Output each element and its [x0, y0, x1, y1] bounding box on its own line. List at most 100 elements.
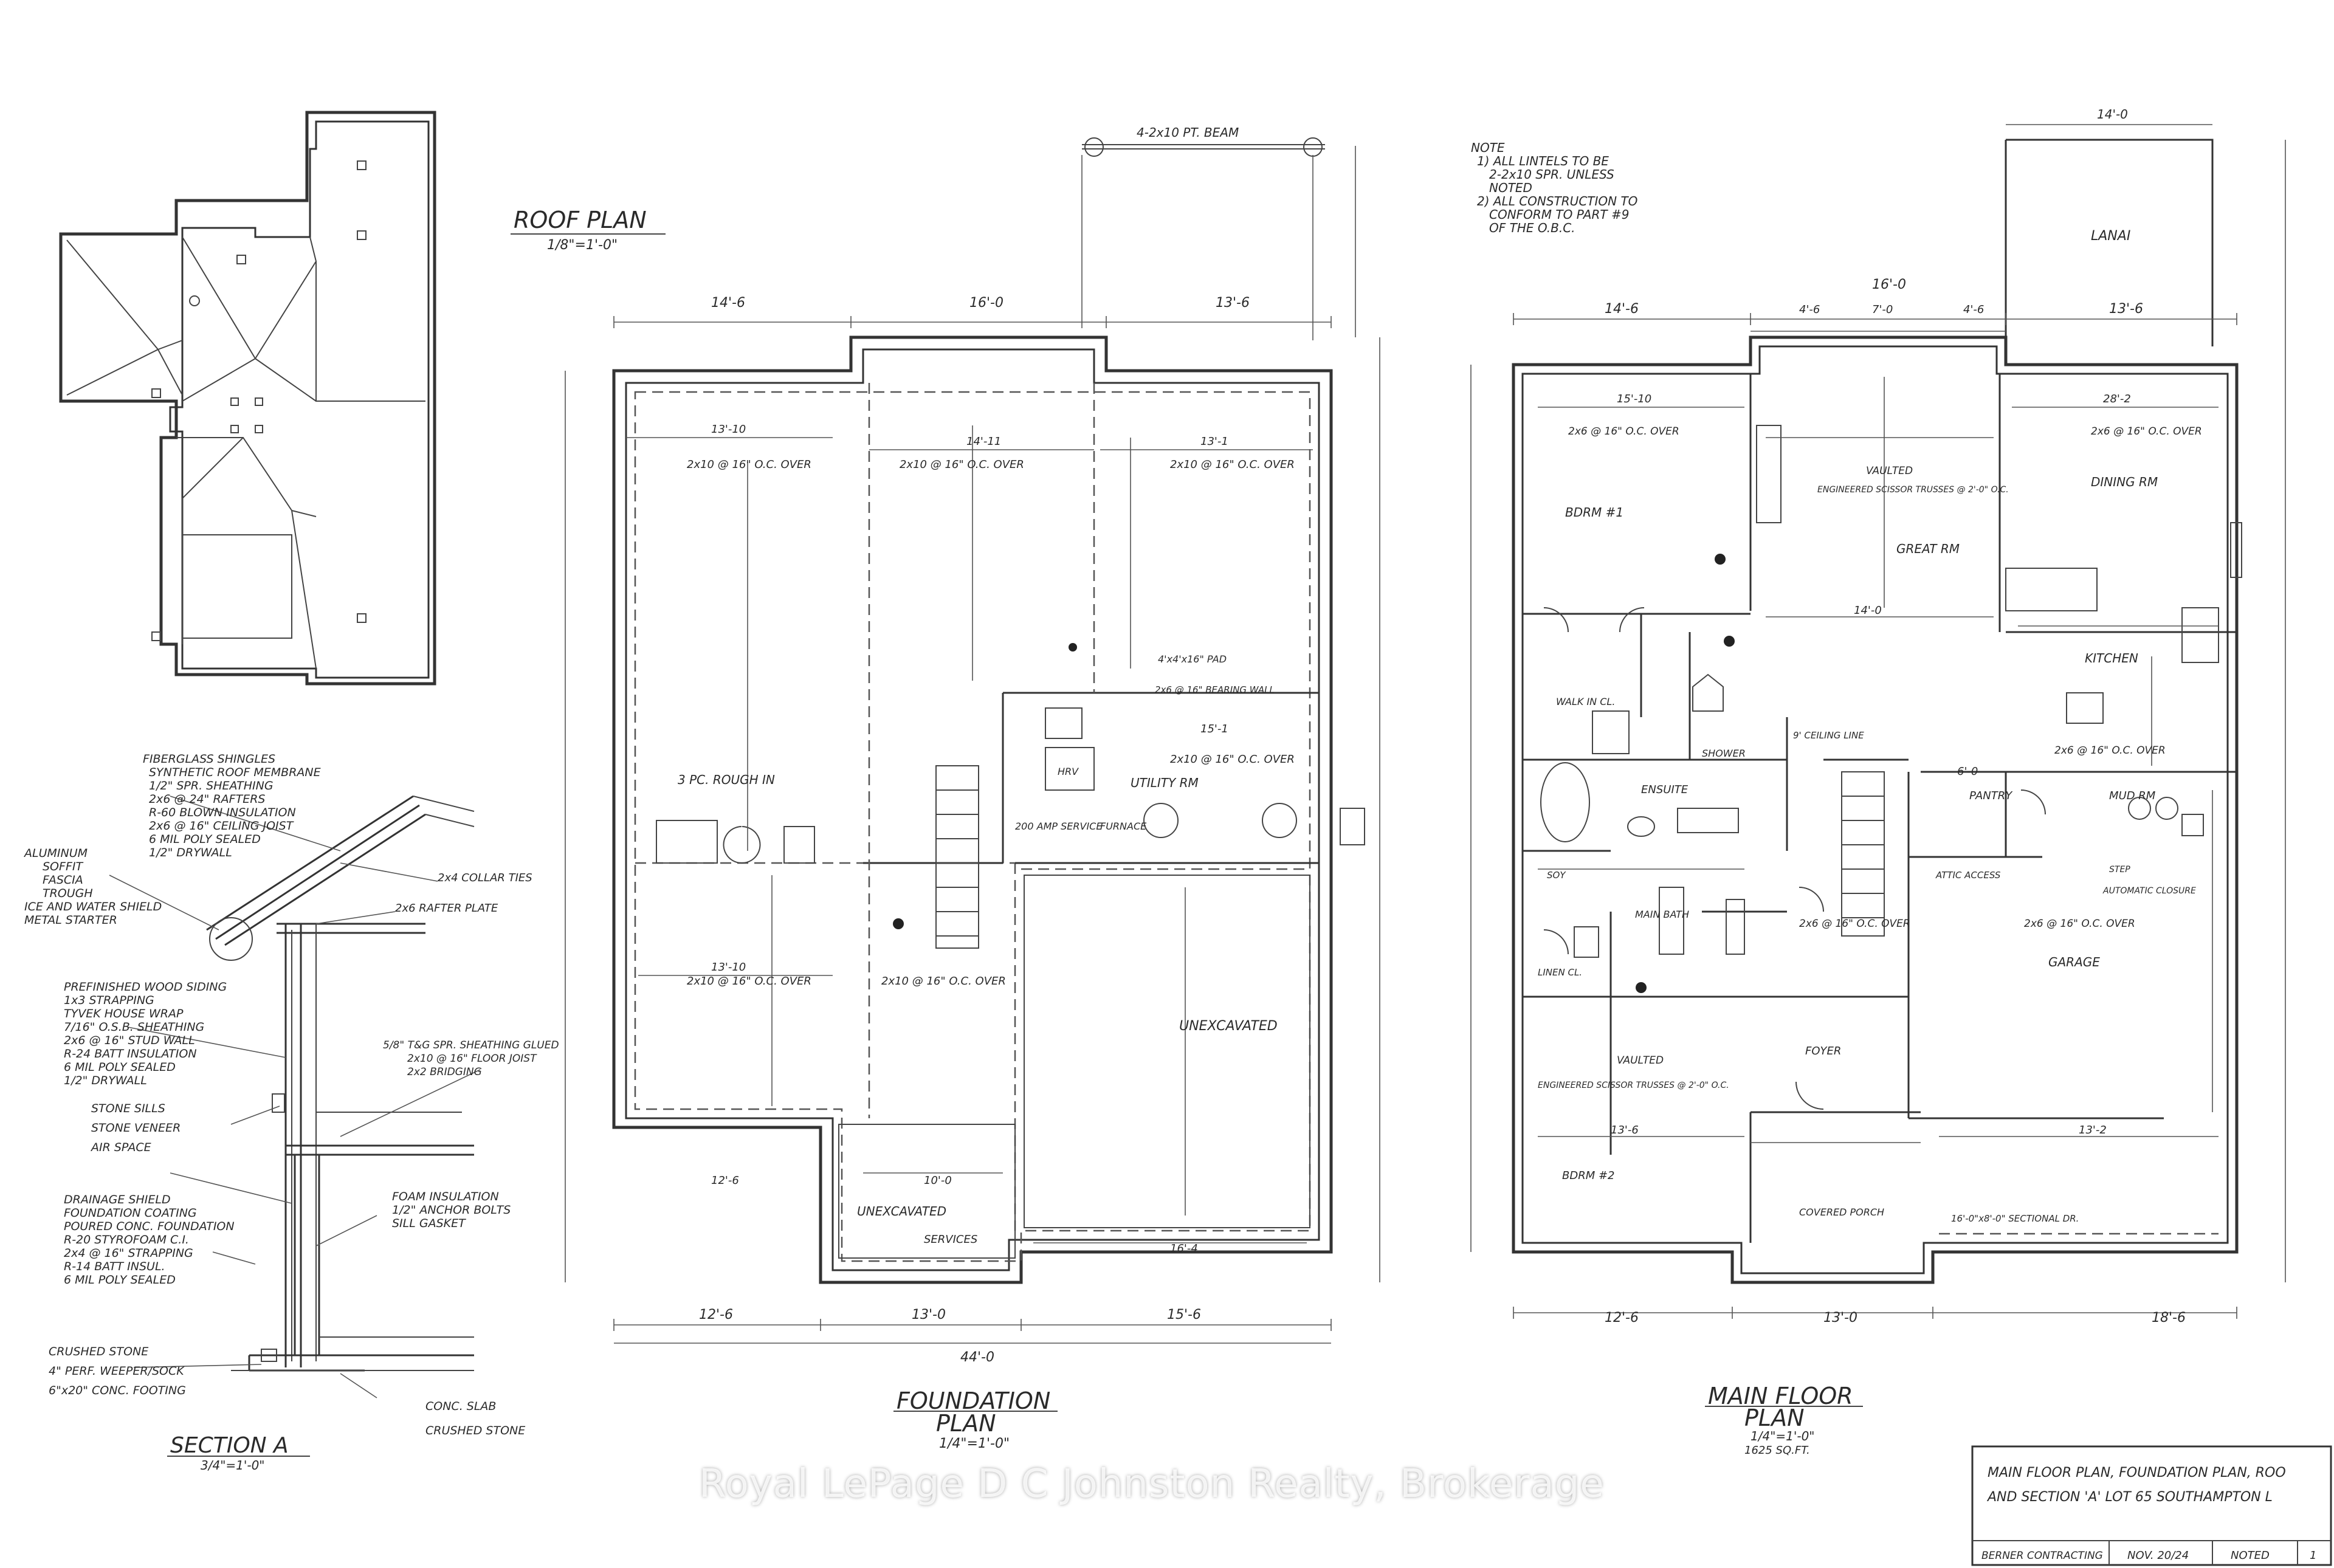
room-linen-closet: LINEN CL. — [1538, 967, 1582, 978]
svg-text:NOTED: NOTED — [1489, 181, 1532, 195]
roof-layer-6: 2x6 @ 16" CEILING JOIST — [149, 819, 294, 833]
floor-joist-4: 2x6 @ 16" O.C. OVER — [2024, 918, 2135, 930]
wall-layer-7: 6 MIL POLY SEALED — [64, 1061, 176, 1074]
footing-3: 6"x20" CONC. FOOTING — [49, 1384, 186, 1397]
foundation-dim-top-2: 16'-0 — [969, 295, 1003, 311]
foundation-joist-6: 2x10 @ 16" O.C. OVER — [881, 975, 1006, 988]
svg-text:1) ALL LINTELS TO BE: 1) ALL LINTELS TO BE — [1477, 154, 1609, 168]
floor-dim-bottom-2: 13'-0 — [1823, 1310, 1857, 1326]
roof-layer-4: 2x6 @ 24" RAFTERS — [149, 793, 265, 806]
title-block: MAIN FLOOR PLAN, FOUNDATION PLAN, ROO AN… — [1971, 1445, 2332, 1566]
foundation-electrical-service: 200 AMP SERVICE — [1015, 820, 1103, 832]
floor-joist-2: 2x6 @ 16" O.C. OVER — [2091, 425, 2202, 438]
slab-2: CRUSHED STONE — [425, 1424, 525, 1437]
svg-text:CONFORM TO PART #9: CONFORM TO PART #9 — [1489, 207, 1629, 222]
foundation-layer-4: R-20 STYROFOAM C.I. — [64, 1233, 189, 1246]
main-floor-scale: 1/4"=1'-0" — [1750, 1429, 1815, 1443]
svg-text:2) ALL CONSTRUCTION TO: 2) ALL CONSTRUCTION TO — [1477, 194, 1637, 208]
foundation-dim-top-1: 14'-6 — [711, 295, 745, 311]
ceiling-line-label: 9' CEILING LINE — [1793, 730, 1864, 741]
main-floor-title: MAIN FLOOR — [1708, 1383, 1853, 1409]
roof-plan-scale: 1/8"=1'-0" — [547, 238, 618, 253]
foundation-bearing-wall: 2x6 @ 16" BEARING WALL — [1155, 684, 1275, 695]
foundation-utility-room: UTILITY RM — [1131, 775, 1199, 790]
floor-dim-inner-5: 6'-0 — [1957, 765, 1978, 778]
foundation-layer-6: R-14 BATT INSUL. — [64, 1260, 165, 1273]
wall-layer-5: 2x6 @ 16" STUD WALL — [64, 1034, 195, 1047]
wall-layer-2: 1x3 STRAPPING — [64, 994, 154, 1007]
slab-1: CONC. SLAB — [425, 1400, 496, 1413]
roof-layer-8: 1/2" DRYWALL — [149, 846, 232, 859]
wall-layer-4: 7/16" O.S.B. SHEATHING — [64, 1020, 204, 1034]
foundation-joist-5: 2x10 @ 16" O.C. OVER — [687, 975, 811, 988]
foam-2: 1/2" ANCHOR BOLTS — [392, 1203, 511, 1217]
foundation-dim-bottom-2: 13'-0 — [912, 1307, 946, 1322]
foundation-unexcavated-2: UNEXCAVATED — [857, 1204, 946, 1219]
eave-3: FASCIA — [43, 873, 83, 887]
roof-plan: ROOF PLAN 1/8"=1'-0" — [59, 111, 666, 686]
floor-layer-3: 2x2 BRIDGING — [407, 1066, 482, 1078]
floor-dim-inner-4: 13'-6 — [1611, 1124, 1639, 1136]
room-bedroom-2: BDRM #2 — [1562, 1169, 1615, 1182]
eave-2: SOFFIT — [43, 860, 83, 873]
section-a-title: SECTION A — [170, 1433, 289, 1458]
room-covered-porch: COVERED PORCH — [1799, 1206, 1884, 1218]
floor-dim-top2-3: 4'-6 — [1963, 303, 1984, 316]
rafter-plate: 2x6 RAFTER PLATE — [395, 902, 498, 915]
floor-dim-top2-2: 7'-0 — [1872, 303, 1893, 316]
room-foyer: FOYER — [1805, 1045, 1841, 1057]
vaulted-label-2: VAULTED — [1617, 1054, 1664, 1067]
room-bedroom-1: BDRM #1 — [1565, 505, 1623, 520]
foundation-joist-1: 2x10 @ 16" O.C. OVER — [687, 458, 811, 471]
main-floor-title-2: PLAN — [1744, 1405, 1805, 1431]
svg-text:OF THE O.B.C.: OF THE O.B.C. — [1489, 221, 1575, 235]
foundation-dim-inner-1: 13'-10 — [711, 423, 746, 436]
collar-ties: 2x4 COLLAR TIES — [438, 872, 532, 884]
foundation-plan-title-2: PLAN — [936, 1410, 996, 1437]
floor-dim-top-2: 16'-0 — [1872, 277, 1906, 292]
eave-1: ALUMINUM — [23, 847, 88, 860]
foundation-plan-title: FOUNDATION — [897, 1387, 1050, 1414]
foundation-pad: 4'x4'x16" PAD — [1158, 653, 1227, 665]
general-notes: NOTE 1) ALL LINTELS TO BE 2-2x10 SPR. UN… — [1471, 140, 1637, 235]
foundation-services: SERVICES — [924, 1233, 977, 1246]
foundation-dim-inner-2: 14'-11 — [966, 435, 1001, 448]
floor-joist-3: 2x6 @ 16" O.C. OVER — [1799, 918, 1910, 930]
room-dining: DINING RM — [2091, 475, 2158, 489]
room-garage: GARAGE — [2048, 955, 2100, 969]
foundation-dim-inner-8: 16'-4 — [1170, 1242, 1198, 1255]
foundation-dim-bottom-3: 15'-6 — [1167, 1307, 1201, 1322]
eave-6: METAL STARTER — [24, 913, 117, 927]
foundation-layer-1: DRAINAGE SHIELD — [64, 1193, 171, 1206]
lanai-width: 14'-0 — [2097, 107, 2128, 122]
garage-door-label: 16'-0"x8'-0" SECTIONAL DR. — [1951, 1213, 2079, 1224]
wall-layer-1: PREFINISHED WOOD SIDING — [64, 980, 227, 994]
roof-layer-2: SYNTHETIC ROOF MEMBRANE — [149, 766, 321, 779]
foundation-dim-inner-3: 13'-1 — [1200, 435, 1228, 448]
roof-layer-3: 1/2" SPR. SHEATHING — [149, 779, 274, 793]
foundation-joist-2: 2x10 @ 16" O.C. OVER — [900, 458, 1024, 471]
trusses-label-1: ENGINEERED SCISSOR TRUSSES @ 2'-0" O.C. — [1817, 485, 2009, 495]
svg-text:NOTE: NOTE — [1471, 140, 1505, 155]
room-kitchen: KITCHEN — [2085, 651, 2138, 665]
title-block-sheet: 1 — [2310, 1549, 2316, 1562]
title-block-date: NOV. 20/24 — [2127, 1549, 2189, 1562]
room-pantry: PANTRY — [1969, 789, 2013, 802]
room-ensuite: ENSUITE — [1641, 783, 1689, 796]
section-a-scale: 3/4"=1'-0" — [201, 1458, 265, 1473]
foundation-plan-scale: 1/4"=1'-0" — [939, 1436, 1010, 1451]
room-shower: SHOWER — [1702, 748, 1746, 759]
foundation-dim-inner-4: 15'-1 — [1200, 723, 1228, 735]
title-block-scale: NOTED — [2231, 1549, 2270, 1562]
roof-layer-7: 6 MIL POLY SEALED — [149, 833, 261, 846]
foundation-dim-bottom-1: 12'-6 — [699, 1307, 733, 1322]
footing-2: 4" PERF. WEEPER/SOCK — [49, 1364, 185, 1378]
floor-dim-inner-2: 14'-0 — [1854, 604, 1882, 617]
main-floor-area: 1625 SQ.FT. — [1744, 1444, 1810, 1457]
foundation-dim-top-3: 13'-6 — [1216, 295, 1250, 311]
section-a: FIBERGLASS SHINGLES SYNTHETIC ROOF MEMBR… — [23, 752, 559, 1473]
floor-dim-top-1: 14'-6 — [1605, 301, 1639, 317]
foundation-dim-inner-6: 12'-6 — [711, 1174, 739, 1187]
foundation-plan: 4-2x10 PT. BEAM 14'- — [565, 125, 1380, 1451]
